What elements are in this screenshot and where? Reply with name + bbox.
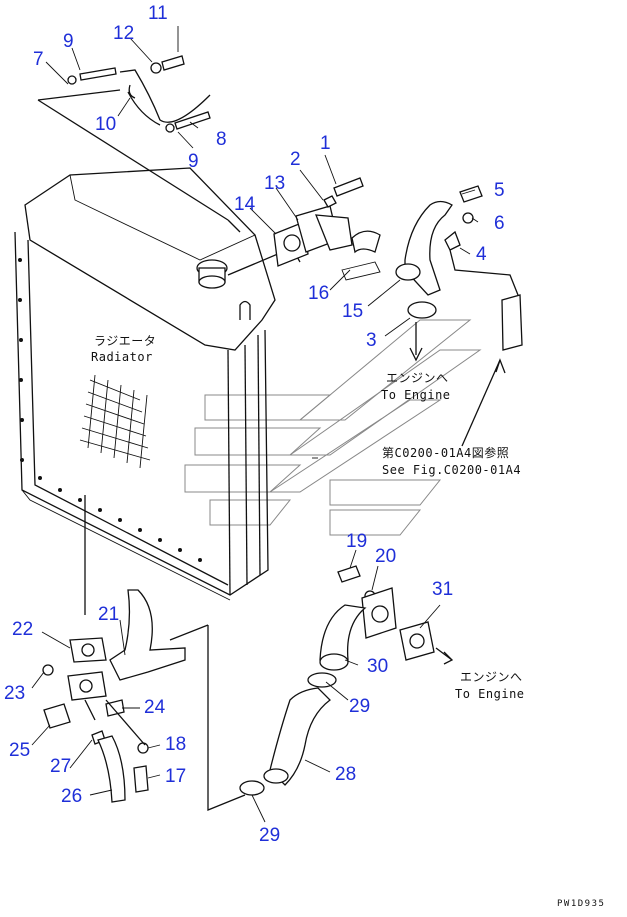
drawing-code: PW1D935 [557,899,606,909]
callout-9-upper: 9 [63,31,74,52]
callout-19: 19 [346,531,368,552]
callout-25: 25 [9,740,31,761]
callout-4: 4 [476,244,487,265]
upper-hose-assembly [37,55,241,233]
lower-hose-assembly [42,495,246,811]
leader-lines [31,26,479,823]
callout-3: 3 [366,330,377,351]
callout-7: 7 [33,49,44,70]
callout-14: 14 [234,194,256,215]
callout-22: 22 [12,619,34,640]
callout-29-lower: 29 [259,825,281,846]
callout-24: 24 [144,697,166,718]
to-engine-en-upper: To Engine [381,388,451,402]
callout-1: 1 [320,133,331,154]
callout-11: 11 [148,3,168,24]
callout-21: 21 [98,604,120,625]
callout-10: 10 [95,114,117,135]
callout-16: 16 [308,283,330,304]
callout-6: 6 [494,213,505,234]
to-engine-jp-upper: エンジンへ [386,371,449,385]
callout-31: 31 [432,579,454,600]
pump-side-hoses [239,565,454,796]
callout-28: 28 [335,764,357,785]
callout-13: 13 [264,173,286,194]
callout-30: 30 [367,656,389,677]
watermark-logo [184,319,482,536]
see-fig-jp: 第C0200-01A4図参照 [382,446,510,460]
callout-5: 5 [494,180,505,201]
callout-2: 2 [290,149,301,170]
callout-23: 23 [4,683,26,704]
callout-27: 27 [50,756,72,777]
callout-8: 8 [216,129,227,150]
to-engine-jp-lower: エンジンへ [460,670,523,684]
radiator-label-en: Radiator [91,350,153,364]
see-fig-en: See Fig.C0200-01A4 [382,463,522,477]
callout-9-lower: 9 [188,151,199,172]
outlet-connection [227,177,523,447]
callout-15: 15 [342,301,364,322]
radiator-label-jp: ラジエータ [94,334,157,348]
radiator [14,167,276,601]
callout-17: 17 [165,766,187,787]
callout-20: 20 [375,546,397,567]
callout-18: 18 [165,734,187,755]
to-engine-en-lower: To Engine [455,687,525,701]
callout-12: 12 [113,23,135,44]
callout-29-upper: 29 [349,696,371,717]
callout-26: 26 [61,786,83,807]
